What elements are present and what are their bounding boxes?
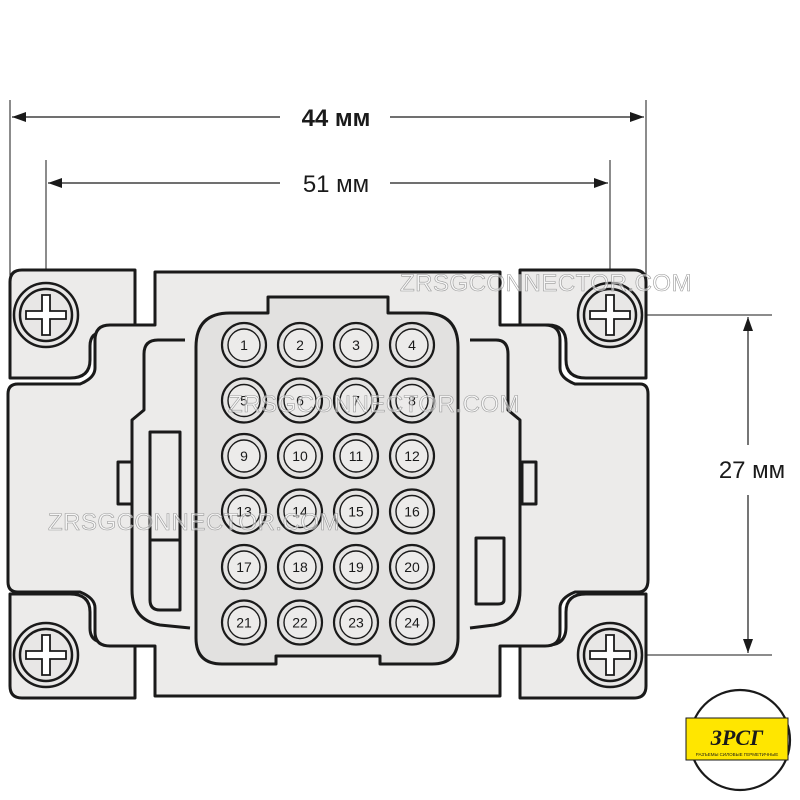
pin-7: 7 xyxy=(332,377,380,424)
pin-24: 24 xyxy=(388,599,436,646)
pin-contact xyxy=(339,439,373,473)
pin-16: 16 xyxy=(388,488,436,535)
pin-number-label: 23 xyxy=(348,615,364,631)
pin-number-label: 12 xyxy=(404,448,420,464)
pin-6: 6 xyxy=(276,377,324,424)
pin-contact xyxy=(395,550,429,584)
pin-20: 20 xyxy=(388,543,436,591)
pin-4: 4 xyxy=(388,321,436,369)
pin-22: 22 xyxy=(276,599,324,646)
pin-contact xyxy=(283,328,317,362)
pin-contact xyxy=(283,383,317,418)
screw-icon xyxy=(576,621,644,689)
pin-17: 17 xyxy=(220,543,268,591)
pin-14: 14 xyxy=(276,488,324,535)
pin-contact xyxy=(283,550,317,584)
brand-logo: ЗРСГ РАЗЪЕМЫ СИЛОВЫЕ ГЕРМЕТИЧНЫЕ xyxy=(685,688,792,792)
screw-icon xyxy=(12,281,80,349)
pin-contact xyxy=(339,328,373,362)
dimension-screw-spacing: 51 мм xyxy=(303,171,369,198)
pin-3: 3 xyxy=(332,321,380,369)
pin-number-label: 22 xyxy=(292,615,308,631)
pin-contact xyxy=(283,494,317,529)
pin-number-label: 13 xyxy=(236,504,252,520)
pin-number-label: 9 xyxy=(240,448,248,464)
pin-21: 21 xyxy=(220,599,268,646)
pin-number-label: 6 xyxy=(296,393,304,409)
pin-contact xyxy=(395,328,429,362)
pin-contact xyxy=(283,439,317,473)
pin-contact xyxy=(227,439,261,473)
logo-subtitle: РАЗЪЕМЫ СИЛОВЫЕ ГЕРМЕТИЧНЫЕ xyxy=(696,752,778,757)
pin-contact xyxy=(339,494,373,529)
pin-contact xyxy=(227,550,261,584)
pin-number-label: 3 xyxy=(352,337,360,353)
watermark: ZRSGCONNECTOR.COM xyxy=(400,270,692,297)
pin-contact xyxy=(395,494,429,529)
pin-2: 2 xyxy=(276,321,324,369)
pin-number-label: 24 xyxy=(404,615,420,631)
pin-contact xyxy=(227,494,261,529)
pin-11: 11 xyxy=(332,432,380,480)
mounting-screws xyxy=(12,281,644,689)
pin-13: 13 xyxy=(220,488,268,535)
pin-5: 5 xyxy=(220,377,268,424)
pin-number-label: 18 xyxy=(292,559,308,575)
pin-number-label: 5 xyxy=(240,393,248,409)
pin-number-label: 1 xyxy=(240,337,248,353)
watermark: ZRSGCONNECTOR.COM xyxy=(228,391,520,418)
pin-10: 10 xyxy=(276,432,324,480)
pin-number-label: 19 xyxy=(348,559,364,575)
pin-number-label: 8 xyxy=(408,393,416,409)
dimension-lines xyxy=(9,100,772,656)
pin-number-label: 4 xyxy=(408,337,416,353)
pin-number-label: 14 xyxy=(292,504,308,520)
pin-contact xyxy=(395,383,429,418)
pin-number-label: 21 xyxy=(236,615,252,631)
pin-number-label: 15 xyxy=(348,504,364,520)
pin-number-label: 16 xyxy=(404,504,420,520)
pin-number-label: 10 xyxy=(292,448,308,464)
pin-8: 8 xyxy=(388,377,436,424)
side-latches xyxy=(116,338,538,630)
pin-contact xyxy=(227,328,261,362)
pin-18: 18 xyxy=(276,543,324,591)
pin-1: 1 xyxy=(220,321,268,369)
pin-12: 12 xyxy=(388,432,436,480)
screw-icon xyxy=(576,281,644,349)
pin-number-label: 2 xyxy=(296,337,304,353)
dimension-vertical-spacing: 27 мм xyxy=(719,457,785,484)
pin-contact xyxy=(339,383,373,418)
pin-23: 23 xyxy=(332,599,380,646)
pin-number-label: 20 xyxy=(404,559,420,575)
pin-15: 15 xyxy=(332,488,380,535)
dimension-overall-width: 44 мм xyxy=(302,105,371,132)
pin-number-label: 17 xyxy=(236,559,252,575)
pin-contact xyxy=(283,605,317,640)
pin-number-label: 7 xyxy=(352,393,360,409)
pin-19: 19 xyxy=(332,543,380,591)
pin-contact xyxy=(395,605,429,640)
pin-contact xyxy=(339,550,373,584)
pin-contact xyxy=(395,439,429,473)
logo-text: ЗРСГ xyxy=(710,725,764,750)
pin-contact xyxy=(339,605,373,640)
watermark: ZRSGCONNECTOR.COM xyxy=(48,509,340,536)
pin-contact xyxy=(227,605,261,640)
pin-number-label: 11 xyxy=(349,448,364,464)
screw-icon xyxy=(12,621,80,689)
pin-contact xyxy=(227,383,261,418)
pin-9: 9 xyxy=(220,432,268,480)
